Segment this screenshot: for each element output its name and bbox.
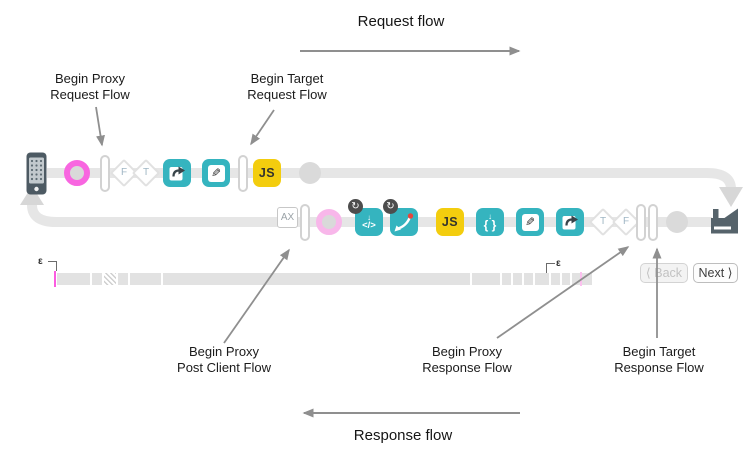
- label-begin-target-response-flow: Begin Target Response Flow: [614, 344, 704, 375]
- timeline-segment-hatched[interactable]: [104, 273, 116, 285]
- arrow-begin-proxy-response: [496, 246, 630, 339]
- epsilon-start-bracket: [48, 261, 57, 271]
- epsilon-end-bracket: [546, 263, 555, 273]
- label-begin-proxy-response-flow: Begin Proxy Response Flow: [422, 344, 512, 375]
- javascript-policy-icon[interactable]: JS: [253, 159, 281, 187]
- target-response-flow-step-bar[interactable]: [648, 204, 658, 241]
- timeline-segment[interactable]: [57, 273, 90, 285]
- timeline-segment[interactable]: [472, 273, 500, 285]
- timeline-segment[interactable]: [524, 273, 533, 285]
- timeline-segment[interactable]: [163, 273, 470, 285]
- post-client-start-circle[interactable]: [316, 209, 342, 235]
- replay-badge-icon[interactable]: ↻: [383, 199, 398, 214]
- edit-policy-icon[interactable]: ✎: [516, 208, 544, 236]
- timeline-end-tick: [580, 272, 582, 286]
- callout-policy-icon[interactable]: [556, 208, 584, 236]
- next-button[interactable]: Next ⟩: [693, 263, 738, 283]
- timeline-start-tick: [54, 271, 56, 287]
- epsilon-end-label: ε: [556, 258, 561, 269]
- arrow-begin-target-request: [250, 109, 275, 146]
- label-begin-proxy-post-client-flow: Begin Proxy Post Client Flow: [177, 344, 271, 375]
- post-client-flow-step-bar[interactable]: [300, 204, 310, 241]
- request-endpoint-circle[interactable]: [299, 162, 321, 184]
- backend-factory-icon[interactable]: [710, 206, 739, 239]
- timeline-segment[interactable]: [92, 273, 102, 285]
- client-phone-icon[interactable]: [26, 152, 47, 200]
- label-begin-target-request-flow: Begin Target Request Flow: [247, 71, 327, 102]
- condition-diamond-true[interactable]: T: [131, 158, 161, 188]
- request-track-arrowhead-icon: [719, 187, 743, 207]
- target-request-flow-step-bar[interactable]: [238, 155, 248, 192]
- arrow-begin-proxy-post-client: [223, 248, 290, 344]
- back-button[interactable]: ⟨ Back: [640, 263, 688, 283]
- timeline-segment[interactable]: [572, 273, 592, 285]
- replay-badge-icon[interactable]: ↻: [348, 199, 363, 214]
- timeline-segment[interactable]: [551, 273, 560, 285]
- request-flow-title: Request flow: [357, 13, 445, 30]
- javascript-policy-icon[interactable]: JS: [436, 208, 464, 236]
- proxy-response-flow-step-bar[interactable]: [636, 204, 646, 241]
- analytics-step-box[interactable]: AX: [277, 207, 298, 228]
- label-begin-proxy-request-flow: Begin Proxy Request Flow: [50, 71, 130, 102]
- json-policy-icon[interactable]: ↓ { }: [476, 208, 504, 236]
- timeline-segment[interactable]: [535, 273, 549, 285]
- timeline-segment[interactable]: [502, 273, 511, 285]
- edit-policy-icon[interactable]: ✎: [202, 159, 230, 187]
- response-flow-title: Response flow: [353, 427, 453, 444]
- callout-policy-icon[interactable]: [163, 159, 191, 187]
- timeline-segment[interactable]: [130, 273, 161, 285]
- epsilon-start-label: ε: [38, 256, 43, 267]
- timeline-segment[interactable]: [118, 273, 128, 285]
- timeline-segment[interactable]: [562, 273, 570, 285]
- response-endpoint-circle[interactable]: [666, 211, 688, 233]
- arrow-begin-proxy-request: [95, 106, 105, 147]
- proxy-request-flow-step-bar[interactable]: [100, 155, 110, 192]
- proxy-request-start-circle[interactable]: [64, 160, 90, 186]
- timeline-segment[interactable]: [513, 273, 522, 285]
